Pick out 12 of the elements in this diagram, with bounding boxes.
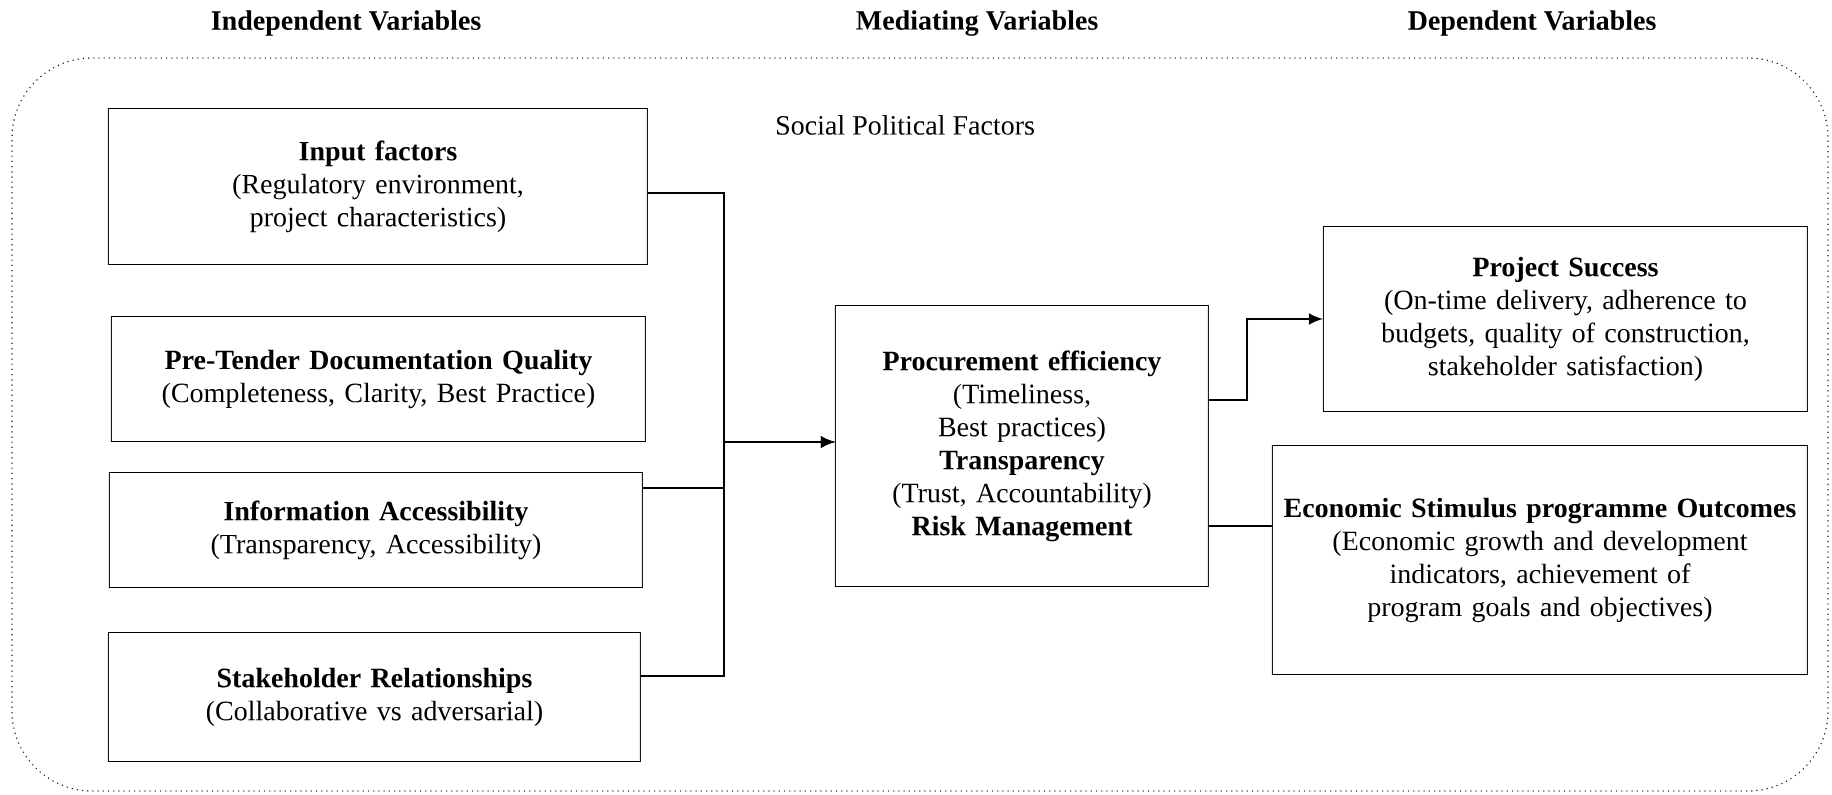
column-heading: Mediating Variables bbox=[856, 10, 1098, 36]
variable-box: Stakeholder Relationships (Collaborative vs adversarial) bbox=[107, 631, 641, 762]
column-heading: Dependent Variables bbox=[1408, 10, 1656, 36]
connector-arrow bbox=[639, 436, 833, 677]
variable-box: Procurement efficiency (Timeliness, Best practices) Transparency (Trust, Accountability) Risk Management bbox=[834, 304, 1209, 587]
variable-box: Project Success (On-time delivery, adherence to budgets, quality of construction, stakeholder satisfaction) bbox=[1322, 225, 1808, 412]
variable-box: Pre-Tender Documentation Quality (Completeness, Clarity, Best Practice) bbox=[110, 315, 646, 442]
variable-box: Economic Stimulus programme Outcomes (Economic growth and development indicators, achievement of program goals and objectives) bbox=[1271, 444, 1808, 675]
variable-box: Information Accessibility (Transparency, Accessibility) bbox=[108, 471, 643, 588]
variable-box: Input factors (Regulatory environment, project characteristics) bbox=[107, 107, 648, 265]
connector-arrow bbox=[1207, 313, 1321, 401]
column-heading: Independent Variables bbox=[211, 10, 481, 36]
